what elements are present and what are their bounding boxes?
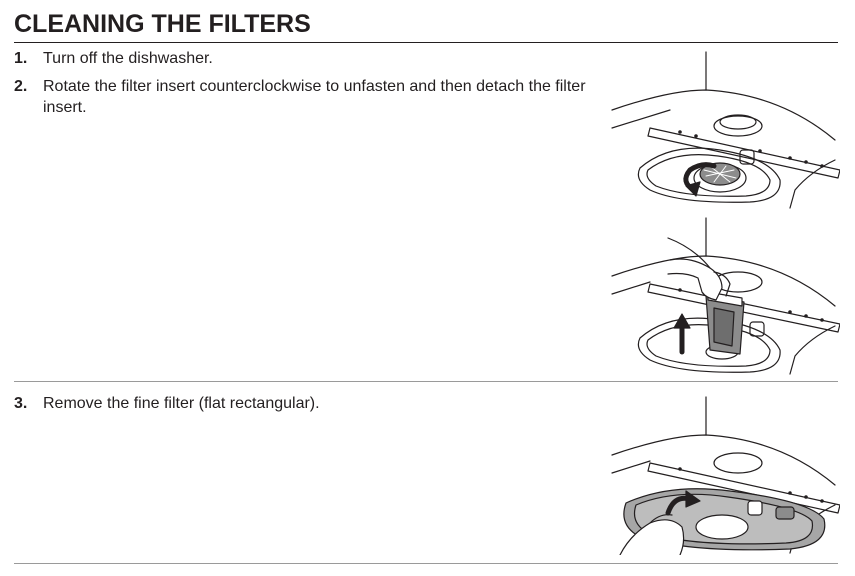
step-number: 3.: [14, 395, 28, 412]
step-text: Turn off the dishwasher.: [43, 50, 213, 67]
title-underline: [14, 42, 838, 43]
page-title: CLEANING THE FILTERS: [14, 10, 311, 38]
step-text: Rotate the filter insert counterclockwis…: [43, 78, 586, 116]
filter-lift-illustration: [610, 216, 840, 376]
step-number: 2.: [14, 78, 28, 95]
step-number: 1.: [14, 50, 28, 67]
section-divider-bottom: [14, 563, 838, 564]
section-divider: [14, 381, 838, 382]
filter-rotate-illustration: [610, 50, 840, 210]
fine-filter-remove-illustration: [610, 395, 840, 555]
step-text: Remove the fine filter (flat rectangular…: [43, 395, 320, 412]
